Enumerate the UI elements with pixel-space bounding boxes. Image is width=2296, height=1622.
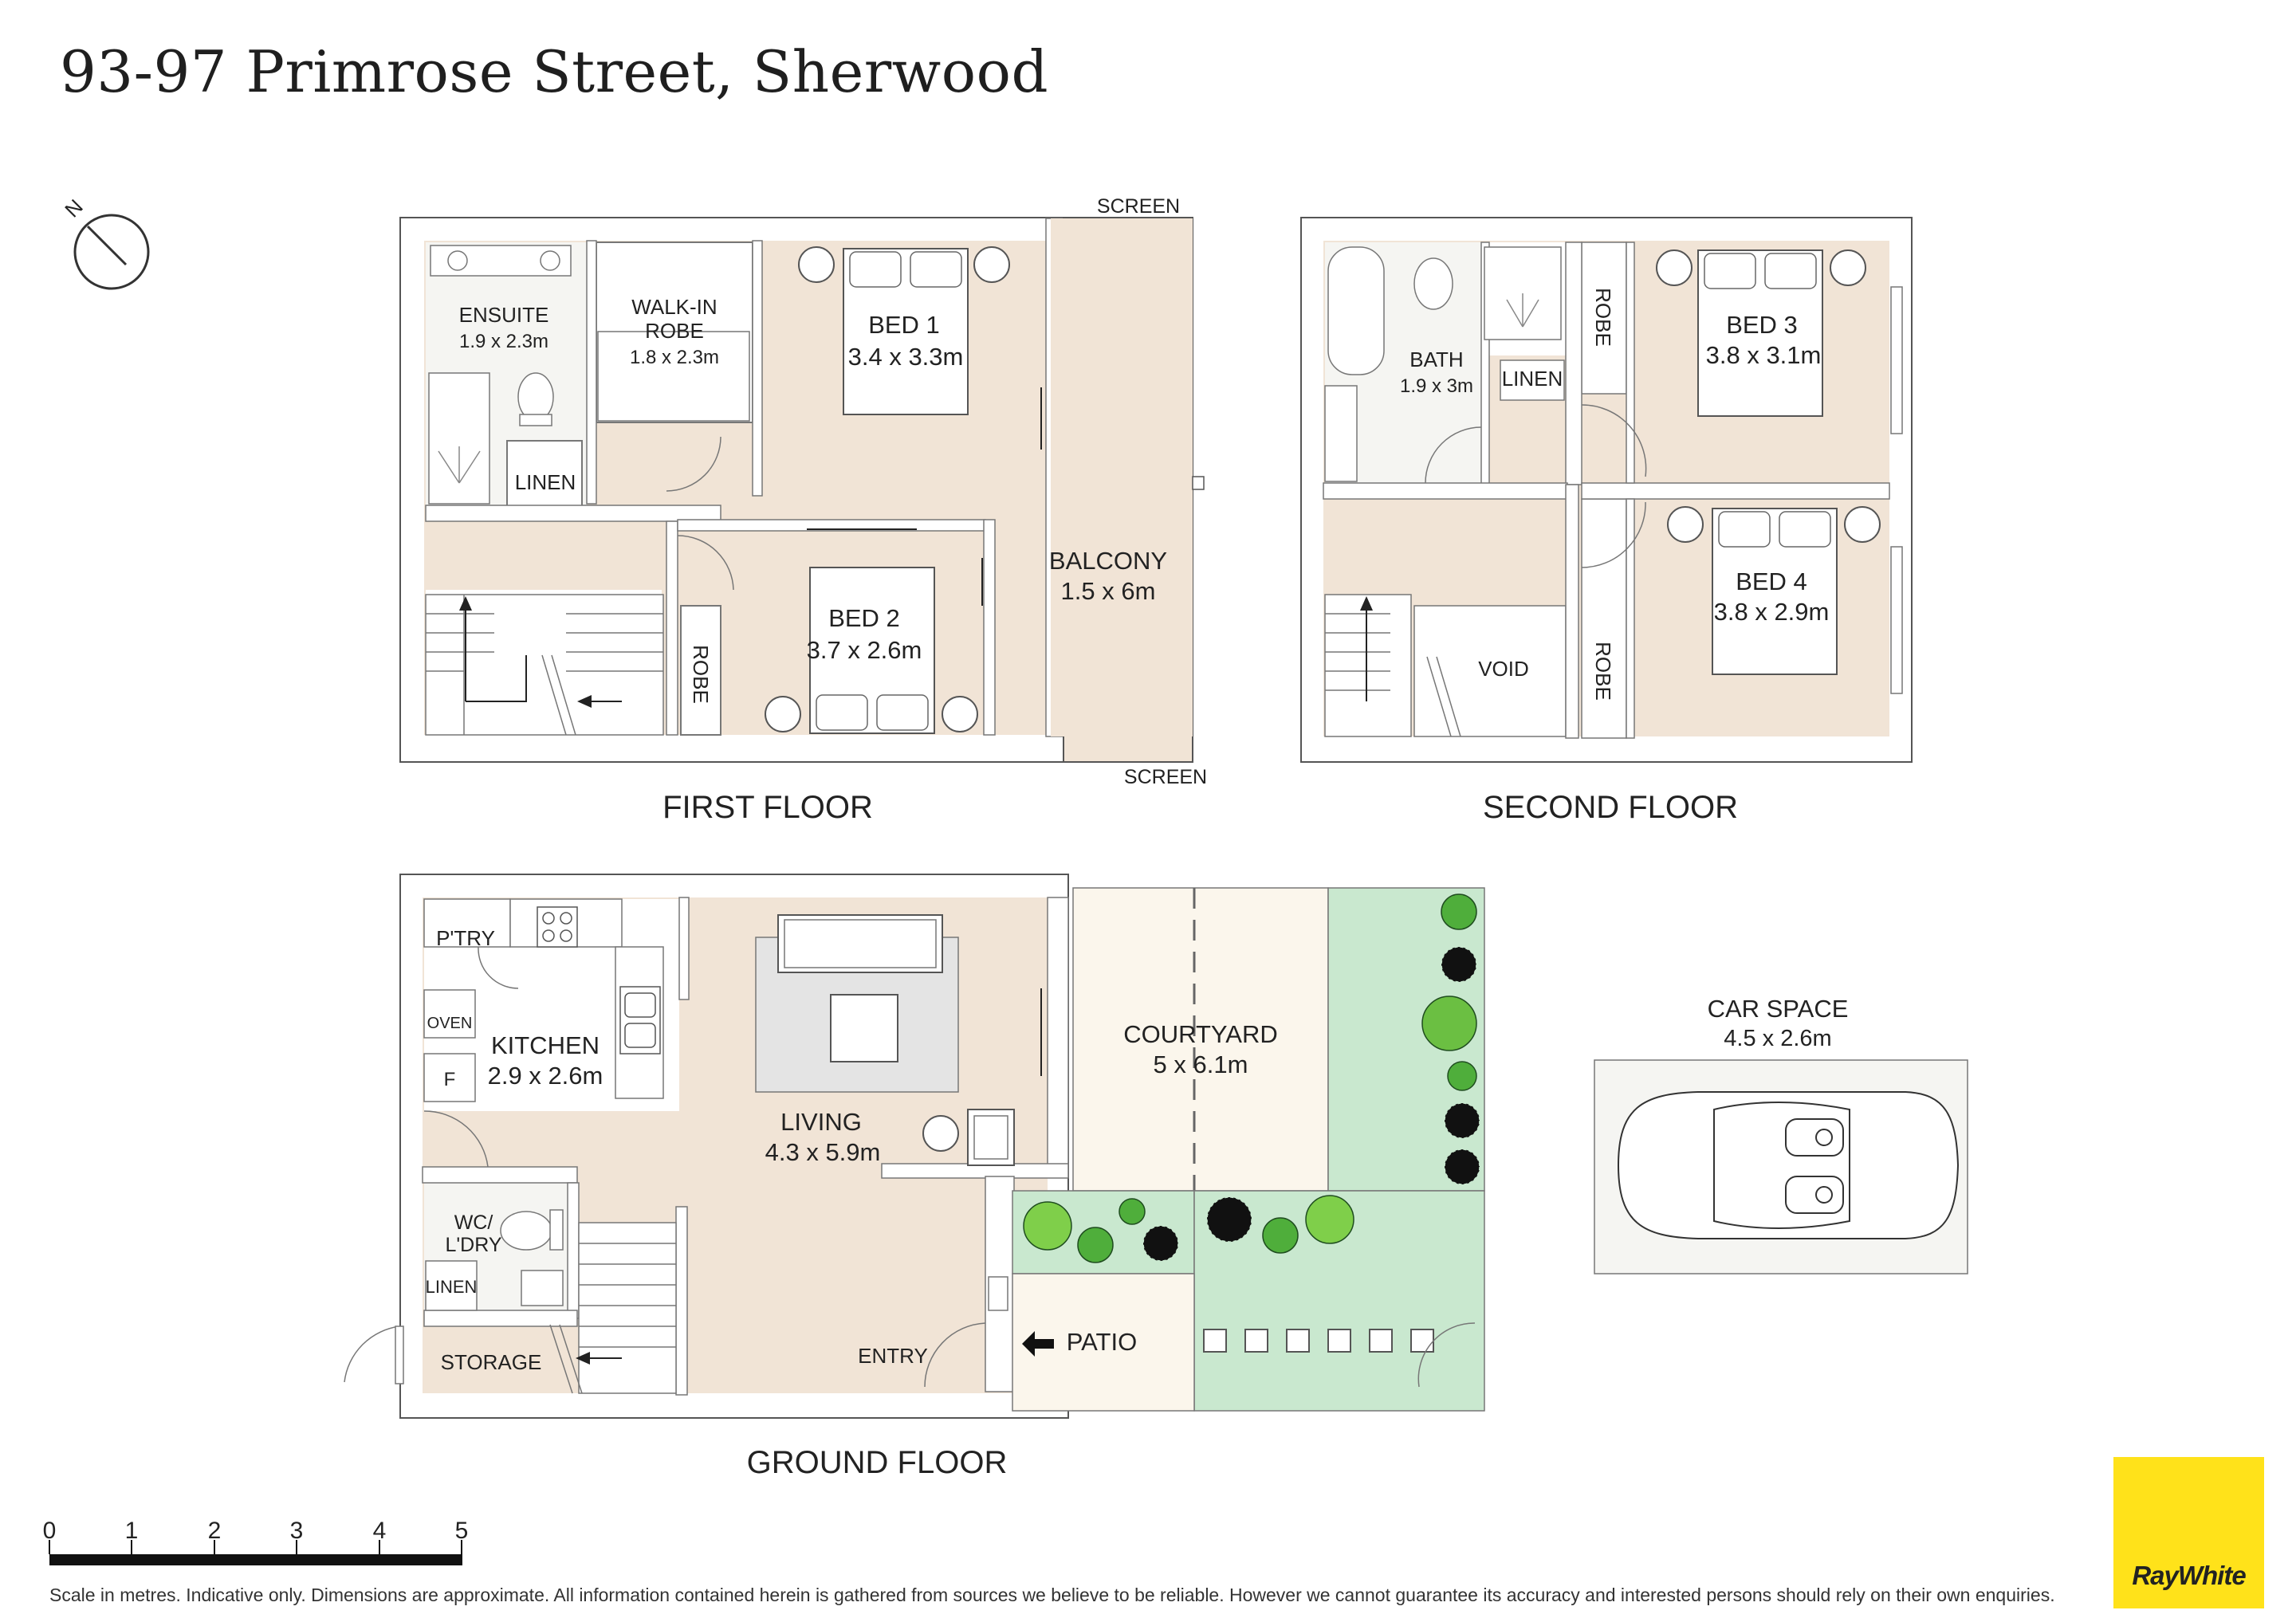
kitchen-label: KITCHEN [491,1031,600,1059]
bed4-label: BED 4 [1736,568,1807,595]
robe-second-bottom-label: ROBE [1591,642,1615,701]
car-space-dims: 4.5 x 2.6m [1724,1026,1831,1051]
storage-label: STORAGE [441,1350,542,1374]
courtyard-dims: 5 x 6.1m [1154,1051,1248,1078]
balcony-label: BALCONY [1049,547,1167,575]
patio-label: PATIO [1067,1328,1137,1356]
walkin-dims: 1.8 x 2.3m [630,347,719,368]
compass-icon: N [60,194,150,290]
disclaimer: Scale in metres. Indicative only. Dimens… [49,1585,2055,1605]
bed1-dims: 3.4 x 3.3m [848,343,964,371]
bed3-label: BED 3 [1726,311,1798,339]
walkin-label: WALK-IN [631,295,717,319]
bed3-dims: 3.8 x 3.1m [1706,341,1822,369]
bed2-dims: 3.7 x 2.6m [807,636,922,664]
robe-first-label: ROBE [689,645,713,704]
bed4-dims: 3.8 x 2.9m [1714,598,1830,626]
ground-floor-plan [344,874,1069,1419]
page-title: 93-97 Primrose Street, Sherwood [60,38,1049,105]
compass-label: N [60,194,87,222]
robe-second-top-label: ROBE [1591,288,1615,347]
linen-second-label: LINEN [1502,367,1563,391]
wc-label-2: L'DRY [445,1234,501,1256]
screen-top-label: SCREEN [1097,195,1180,218]
scale-tick: 4 [373,1518,387,1544]
car-icon [1617,1091,1960,1239]
void-label: VOID [1478,657,1529,681]
kitchen-dims: 2.9 x 2.6m [488,1062,603,1090]
entry-label: ENTRY [858,1344,928,1368]
car-space-label: CAR SPACE [1708,995,1849,1023]
linen-first-label: LINEN [515,470,576,494]
screen-bottom-label: SCREEN [1124,766,1207,788]
oven-label: OVEN [427,1015,473,1032]
bed2-label: BED 2 [828,604,900,632]
courtyard-area [1012,887,1485,1412]
scale-bar: 0 1 2 3 4 5 [43,1518,469,1565]
entry-arrow-icon [1022,1331,1054,1357]
raywhite-logo: RayWhite [2113,1457,2264,1608]
ensuite-dims: 1.9 x 2.3m [459,331,548,352]
balcony-dims: 1.5 x 6m [1061,577,1156,605]
bath-label: BATH [1409,348,1463,371]
car-space [1594,1059,1968,1274]
second-floor-label: SECOND FLOOR [1483,790,1738,825]
brand-name: RayWhite [2132,1561,2246,1590]
first-floor-label: FIRST FLOOR [662,790,873,825]
scale-tick: 0 [43,1518,57,1544]
second-floor-plan [1300,217,1913,763]
walkin-label-2: ROBE [645,319,704,343]
first-floor-plan [399,217,1205,763]
courtyard-label: COURTYARD [1123,1020,1277,1048]
wc-label: WC/ [454,1212,493,1234]
scale-tick: 3 [290,1518,304,1544]
scale-tick: 1 [125,1518,139,1544]
bath-dims: 1.9 x 3m [1400,375,1473,397]
scale-tick: 5 [455,1518,469,1544]
pantry-label: P'TRY [436,926,495,950]
linen-ground-label: LINEN [426,1277,478,1297]
scale-tick: 2 [208,1518,222,1544]
fridge-label: F [444,1069,456,1090]
ensuite-label: ENSUITE [459,303,549,327]
ground-floor-label: GROUND FLOOR [747,1445,1008,1480]
bed1-label: BED 1 [868,311,940,339]
living-label: LIVING [780,1108,862,1136]
living-dims: 4.3 x 5.9m [765,1138,881,1166]
